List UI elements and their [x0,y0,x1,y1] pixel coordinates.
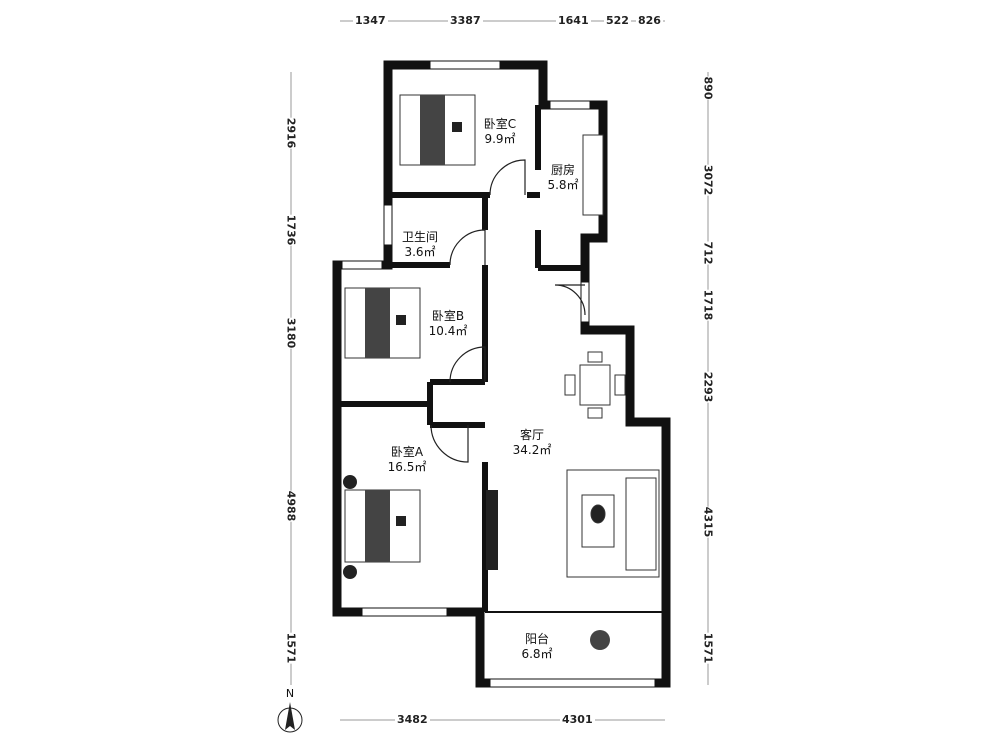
compass-label: N [285,687,295,700]
plant [590,630,610,650]
outer-walls [332,60,671,688]
dimension-label: 4315 [699,506,717,538]
interior-walls [337,105,585,612]
room-name: 卧室A [390,445,424,459]
room-area: 9.9㎡ [484,132,516,146]
dining-table [564,351,626,419]
dimension-label: 4988 [282,490,300,522]
room-name: 厨房 [550,163,575,177]
room-area: 3.6㎡ [404,245,436,259]
room-area: 10.4㎡ [428,324,468,338]
room-name: 卧室C [483,117,517,131]
dimension-label: 712 [699,241,717,265]
compass-icon [277,702,303,733]
kitchen-counter [582,134,604,216]
dimension-label: 1641 [556,14,591,27]
dimension-label: 1718 [699,289,717,321]
dimension-label: 1736 [282,214,300,246]
room-area: 34.2㎡ [512,443,552,457]
tv-cabinet [486,490,498,570]
dimension-label: 3482 [395,713,430,726]
dimension-label: 522 [604,14,631,27]
dimension-label: 2293 [699,371,717,403]
sofa-set [566,469,660,578]
dimension-label: 3180 [282,317,300,349]
dimension-label: 2916 [282,117,300,149]
dimension-label: 4301 [560,713,595,726]
dimension-label: 1571 [699,632,717,664]
dimension-label: 3072 [699,164,717,196]
beds [343,94,476,579]
dimension-label: 890 [699,76,717,100]
dimension-label: 1571 [282,632,300,664]
doors [430,159,586,463]
dimension-label: 3387 [448,14,483,27]
room-name: 卧室B [431,309,465,323]
dimension-label: 826 [636,14,663,27]
room-name: 阳台 [524,632,549,646]
room-area: 16.5㎡ [387,460,427,474]
dimension-label: 1347 [353,14,388,27]
room-area: 6.8㎡ [521,647,553,661]
room-name: 卫生间 [401,230,439,244]
room-area: 5.8㎡ [547,178,579,192]
room-name: 客厅 [519,428,545,442]
windows [341,60,656,688]
